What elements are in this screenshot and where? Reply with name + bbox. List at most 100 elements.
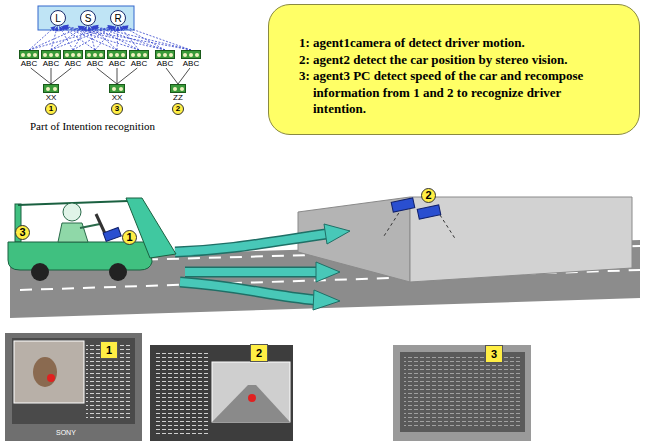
- feature-dot: [189, 53, 193, 57]
- feature-box: [107, 50, 127, 59]
- node-text: ABC: [62, 59, 84, 68]
- feature-box: [41, 50, 61, 59]
- callout-number: 1: [100, 341, 118, 359]
- callout-number: 1: [122, 230, 137, 245]
- callout-number: 1: [45, 103, 57, 115]
- callout-number: 2: [421, 188, 436, 203]
- feature-dot: [131, 53, 135, 57]
- node-text: 1: agent1camera of detect driver motion.: [299, 35, 613, 52]
- driver-arm: [80, 224, 100, 228]
- windshield: [126, 198, 176, 258]
- feature-box: [109, 84, 125, 93]
- feature-dot: [112, 87, 116, 91]
- feature-dot: [46, 87, 50, 91]
- feature-dot: [115, 53, 119, 57]
- link-line: [166, 68, 178, 84]
- connector-line: [166, 68, 178, 84]
- feature-dot: [183, 53, 187, 57]
- node-text: 3: agent3 PC detect speed of the car and…: [299, 68, 613, 118]
- photo-screen: [12, 338, 135, 424]
- arrow-head: [123, 25, 129, 30]
- stereo-camera: [417, 205, 441, 219]
- state-circle: R: [110, 10, 126, 26]
- connector-line: [117, 68, 118, 84]
- connector-line: [51, 68, 52, 84]
- feature-dot: [43, 53, 47, 57]
- sensor-node: XX: [107, 84, 127, 102]
- feature-node: ABC: [106, 50, 128, 68]
- node-text: XX: [107, 93, 127, 102]
- face: [33, 357, 57, 387]
- link-line: [51, 68, 71, 84]
- camera-window: [14, 341, 84, 403]
- connector-line: [63, 26, 165, 50]
- state-circle: S: [80, 10, 96, 26]
- view-line: [440, 215, 456, 240]
- arrow-head: [115, 26, 120, 31]
- feature-box: [43, 84, 59, 93]
- feature-dot: [49, 53, 53, 57]
- car-body: [8, 242, 152, 270]
- tracking-dot: [248, 394, 256, 402]
- feature-node: ABC: [18, 50, 40, 68]
- photo-frame: [5, 333, 142, 441]
- photo-texture: [404, 356, 521, 428]
- feature-dot: [27, 53, 31, 57]
- arrow-head: [93, 25, 99, 30]
- driver-head: [63, 203, 81, 221]
- feature-dot: [121, 53, 125, 57]
- arrow-head: [54, 26, 59, 31]
- straight-arrow: [185, 267, 318, 278]
- callout-number: 2: [172, 103, 184, 115]
- arrow-head: [316, 262, 340, 282]
- node-text: ABC: [40, 59, 62, 68]
- feature-dot: [21, 53, 25, 57]
- feature-box: [170, 84, 186, 93]
- dashed-arrow: [63, 24, 191, 50]
- callout-number: 3: [15, 225, 30, 240]
- feature-dot: [71, 53, 75, 57]
- callout-number: 3: [111, 103, 123, 115]
- feature-node: ABC: [40, 50, 62, 68]
- node-text: ABC: [128, 59, 150, 68]
- description-box: 1: agent1camera of detect driver motion.…: [268, 4, 640, 135]
- dashed-arrow: [123, 25, 191, 50]
- link-line: [117, 68, 118, 84]
- node-text: ABC: [154, 59, 176, 68]
- turn-arrow: [175, 234, 326, 252]
- feature-node: ABC: [62, 50, 84, 68]
- dashed-arrow: [87, 26, 95, 50]
- node-text: R: [114, 13, 121, 24]
- feature-dot: [99, 53, 103, 57]
- feature-dot: [173, 87, 177, 91]
- inset-caption: Part of Intention recognition: [30, 120, 155, 133]
- feature-dot: [55, 53, 59, 57]
- driver-body: [58, 223, 88, 242]
- link-line: [97, 68, 117, 84]
- feature-box: [155, 50, 175, 59]
- link-line: [31, 68, 51, 84]
- photo-frame: [150, 345, 293, 441]
- dashed-arrow: [93, 25, 191, 50]
- connector-line: [123, 26, 191, 50]
- feature-dot: [157, 53, 161, 57]
- feature-box: [19, 50, 39, 59]
- feature-dot: [119, 87, 123, 91]
- feature-dot: [93, 53, 97, 57]
- lsr-band: [38, 6, 134, 30]
- tracking-dot: [47, 374, 55, 382]
- dashed-arrow: [93, 25, 165, 50]
- sensor-node: XX: [41, 84, 61, 102]
- node-text: ABC: [106, 59, 128, 68]
- feature-dot: [53, 87, 57, 91]
- feature-box: [85, 50, 105, 59]
- link-line: [117, 68, 137, 84]
- wall-right: [410, 197, 632, 282]
- arrow-head: [324, 224, 350, 244]
- feature-dot: [180, 87, 184, 91]
- feature-dot: [169, 53, 173, 57]
- feature-dot: [87, 53, 91, 57]
- arrow-head: [93, 25, 98, 30]
- photo-texture: [154, 350, 208, 436]
